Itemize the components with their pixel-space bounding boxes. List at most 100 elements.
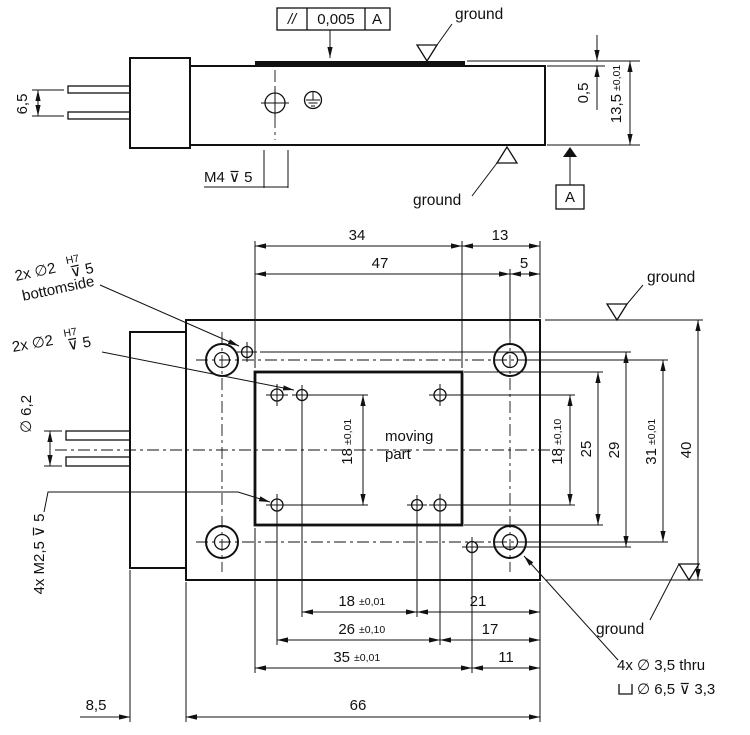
thread-holes-m25 [266, 384, 451, 516]
pin-bottomside-fit: H7 [65, 252, 81, 267]
datum-a-label: A [565, 189, 575, 206]
thread-hole [266, 384, 288, 406]
ground-callout-top-side: ground [415, 6, 503, 63]
dim-18-right: 18 ±0,10 [549, 395, 573, 505]
ground-callout-top-plan: ground [605, 269, 695, 322]
stage-body-plan [65, 319, 541, 581]
cable-pin-bottom [67, 111, 131, 120]
dim-18-right-tol: ±0,10 [552, 419, 564, 445]
dim-31-tol: ±0,01 [646, 419, 658, 445]
dim-5: 5 [510, 255, 540, 277]
dim-21: 21 [417, 593, 540, 615]
connector-block-plan [129, 331, 187, 569]
dim-34-label: 34 [349, 227, 366, 244]
dim-13-5: 13,5 ±0,01 [547, 61, 640, 146]
datum-triangle-icon [563, 147, 577, 157]
dim-35-tol: ±0,01 [354, 652, 380, 664]
cable-diameter-label: ∅ 6,2 [18, 395, 35, 433]
dim-18-bottom: 18 ±0,01 [302, 593, 417, 615]
ground-surface-strip [255, 61, 465, 66]
side-view: // 0,005 A ground [14, 6, 640, 210]
cable-pin-top [65, 430, 131, 441]
ground-label: ground [413, 192, 461, 209]
thread-hole [429, 494, 451, 516]
dim-35-label: 35 [333, 649, 350, 666]
counterbore-callout: 4x ∅ 3,5 thru ∅ 6,5 ⊽ 3,3 [523, 555, 715, 698]
ground-terminal-icon [303, 90, 323, 110]
mounting-hole-bl [205, 525, 239, 559]
parallelism-symbol: // [287, 11, 298, 28]
dim-40-label: 40 [678, 442, 695, 459]
dim-47: 47 [255, 255, 510, 277]
dim-11-label: 11 [498, 649, 514, 666]
dim-18-inner: 18 ±0,01 [339, 395, 366, 505]
dim-5-label: 5 [520, 255, 528, 272]
dim-35: 35 ±0,01 [255, 649, 472, 671]
cable-pin-bottom [65, 456, 131, 467]
pin-top-fit: H7 [63, 326, 78, 340]
counterbore-icon [618, 684, 633, 695]
mounting-holes [205, 343, 527, 559]
pin-top-depth: ⊽ 5 [66, 333, 92, 354]
mounting-hole-tr [493, 343, 527, 377]
dim-18-inner-label: 18 [339, 448, 356, 465]
dim-6-5: 6,5 [14, 89, 64, 117]
connector-block-side [129, 57, 191, 149]
dim-11: 11 [472, 649, 540, 671]
dim-18-bottom-tol: ±0,01 [359, 596, 385, 608]
moving-part-outline [253, 370, 464, 527]
cbore-line1: 4x ∅ 3,5 thru [617, 657, 705, 674]
parallelism-datum-ref: A [372, 11, 382, 28]
dim-31: 31 ±0,01 [643, 360, 666, 542]
cable-pin-top [67, 85, 131, 94]
moving-part-line2: part [385, 446, 412, 463]
dim-0-5-label: 0,5 [575, 83, 592, 104]
stage-body-side [67, 57, 546, 149]
dim-18-bottom-label: 18 [338, 593, 355, 610]
dim-31-label: 31 [643, 448, 660, 465]
dim-26-tol: ±0,10 [359, 624, 385, 636]
thread-hole [429, 384, 451, 406]
moving-part-label: moving part [385, 428, 433, 463]
dim-13: 13 [462, 227, 540, 249]
centerlines [55, 332, 565, 572]
ground-label: ground [647, 269, 695, 286]
mounting-hole-br [493, 525, 527, 559]
dim-66: 66 [186, 697, 540, 720]
m4-thread-callout: M4 ⊽ 5 [204, 150, 289, 188]
dim-cable-diameter: ∅ 6,2 [18, 395, 53, 466]
dim-21-label: 21 [470, 593, 487, 610]
ground-label: ground [596, 621, 644, 638]
plan-view: moving part 34 13 47 5 18 ±0,01 [11, 227, 715, 722]
dim-13-5-tol: ±0,01 [611, 65, 623, 91]
surface-finish-icon [605, 303, 629, 322]
dim-47-label: 47 [372, 255, 389, 272]
pin-bottomside-depth: ⊽ 5 [69, 260, 96, 282]
cbore-line2: ∅ 6,5 ⊽ 3,3 [637, 681, 715, 698]
dim-29: 29 [606, 352, 629, 547]
pin-holes-bottomside [237, 342, 482, 557]
dim-34: 34 [255, 227, 462, 249]
dim-26-label: 26 [338, 621, 355, 638]
dim-8-5-label: 8,5 [86, 697, 107, 714]
pin-callout-top: 2x ∅2 H7 ⊽ 5 [11, 326, 295, 391]
dim-25: 25 [578, 372, 601, 525]
datum-a-flag: A [555, 147, 585, 210]
ground-callout-bottom-side: ground [413, 145, 519, 209]
moving-part-line1: moving [385, 428, 433, 445]
dim-29-label: 29 [606, 442, 623, 459]
dim-17: 17 [440, 621, 540, 643]
surface-finish-icon [415, 44, 439, 63]
dim-18-inner-tol: ±0,01 [342, 419, 354, 445]
ground-callout-bottom-plan: ground [596, 563, 701, 638]
dim-40: 40 [678, 320, 701, 580]
pin-top-main: 2x ∅2 [11, 332, 55, 356]
surface-finish-icon [495, 145, 519, 164]
parallelism-value: 0,005 [317, 11, 355, 28]
dim-17-label: 17 [482, 621, 499, 638]
dim-0-5: 0,5 [467, 35, 640, 110]
m25-label: 4x M2,5 ⊽ 5 [31, 513, 48, 594]
dim-13-label: 13 [492, 227, 509, 244]
m4-label: M4 ⊽ 5 [204, 169, 253, 186]
